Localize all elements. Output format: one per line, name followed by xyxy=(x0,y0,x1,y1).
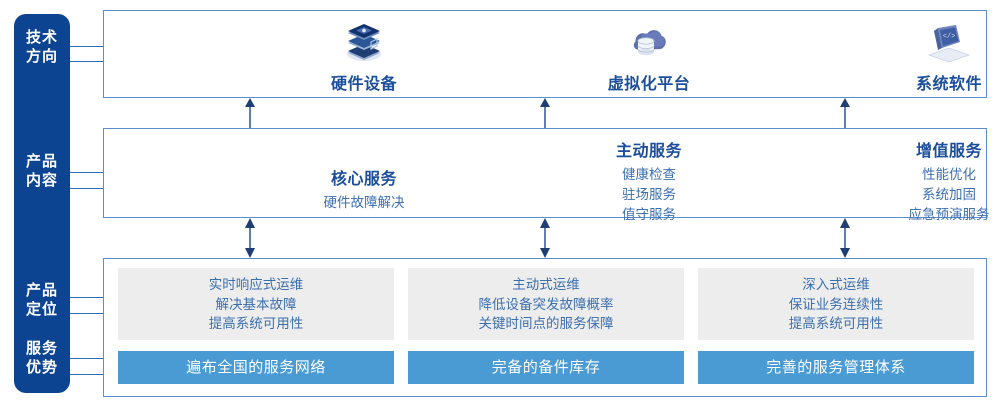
cloud-database-icon xyxy=(519,19,779,67)
connector-line xyxy=(70,46,103,47)
product-column-item: 硬件故障解决 xyxy=(323,195,405,210)
connector-line xyxy=(70,61,103,62)
rail-label-tech-direction: 技术 方向 xyxy=(14,28,70,66)
rail-label-line2: 内容 xyxy=(25,172,58,189)
product-column-heading: 核心服务 xyxy=(330,171,397,188)
laptop-code-icon: </> xyxy=(819,19,1000,67)
arrow-double-vertical-icon xyxy=(838,218,852,258)
product-column-item: 应急预演服务 xyxy=(908,207,990,222)
connector-line xyxy=(70,172,103,173)
positioning-line: 降低设备突发故障概率 xyxy=(478,296,614,312)
arrow-up-icon xyxy=(243,98,257,128)
rail-label-service-advantages: 服务 优势 xyxy=(14,339,70,377)
product-column-item: 性能优化 xyxy=(922,167,976,182)
advantage-bar-service-network[interactable]: 遍布全国的服务网络 xyxy=(118,351,394,384)
rail-label-line2: 定位 xyxy=(25,301,58,318)
positioning-advantages-panel: 实时响应式运维 解决基本故障 提高系统可用性 主动式运维 降低设备突发故障概率 … xyxy=(103,258,987,397)
connector-line xyxy=(70,188,103,189)
connector-line xyxy=(70,297,103,298)
positioning-line: 提高系统可用性 xyxy=(788,316,884,331)
positioning-box-proactive[interactable]: 主动式运维 降低设备突发故障概率 关键时间点的服务保障 xyxy=(408,268,684,340)
product-column-item: 值守服务 xyxy=(622,207,676,222)
rail-label-product-content: 产品 内容 xyxy=(14,152,70,190)
product-column-heading: 增值服务 xyxy=(915,143,982,160)
rail-label-line1: 产品 xyxy=(25,282,58,299)
tech-item-hardware[interactable]: 硬件设备 xyxy=(234,19,494,94)
advantage-bar-spare-parts[interactable]: 完备的备件库存 xyxy=(408,351,684,384)
positioning-line: 关键时间点的服务保障 xyxy=(478,316,614,331)
rail-label-line2: 方向 xyxy=(25,48,58,65)
product-column-proactive-service[interactable]: 主动服务 健康检查 驻场服务 值守服务 xyxy=(509,137,789,225)
positioning-box-indepth[interactable]: 深入式运维 保证业务连续性 提高系统可用性 xyxy=(698,268,974,340)
rail-label-line1: 服务 xyxy=(25,340,58,357)
technology-direction-panel: 硬件设备 虚拟化平台 xyxy=(103,10,987,98)
product-content-panel: 核心服务 硬件故障解决 主动服务 健康检查 驻场服务 值守服务 增值服务 性能优… xyxy=(103,128,990,222)
rail-label-line1: 技术 xyxy=(25,29,58,46)
arrow-double-vertical-icon xyxy=(243,218,257,258)
tech-item-system-software[interactable]: </> 系统软件 xyxy=(819,19,1000,94)
product-column-item: 健康检查 xyxy=(622,167,676,182)
positioning-line: 解决基本故障 xyxy=(215,296,297,312)
arrow-up-icon xyxy=(838,98,852,128)
tech-item-label: 系统软件 xyxy=(915,76,982,93)
svg-text:</>: </> xyxy=(943,33,956,41)
category-rail xyxy=(14,14,70,393)
connector-line xyxy=(70,313,103,314)
tech-item-virtualization[interactable]: 虚拟化平台 xyxy=(519,19,779,94)
advantage-bar-management-system[interactable]: 完善的服务管理体系 xyxy=(698,351,974,384)
product-column-heading: 主动服务 xyxy=(615,143,682,160)
server-stack-icon xyxy=(234,19,494,67)
tech-item-label: 虚拟化平台 xyxy=(607,76,691,93)
rail-label-product-positioning: 产品 定位 xyxy=(14,281,70,319)
product-column-value-added-service[interactable]: 增值服务 性能优化 系统加固 应急预演服务 xyxy=(809,137,1000,225)
positioning-line: 实时响应式运维 xyxy=(208,277,304,292)
product-column-core-service[interactable]: 核心服务 硬件故障解决 xyxy=(224,137,504,213)
arrow-up-icon xyxy=(538,98,552,128)
product-column-item: 系统加固 xyxy=(922,187,976,202)
positioning-line: 深入式运维 xyxy=(802,277,870,292)
positioning-box-realtime[interactable]: 实时响应式运维 解决基本故障 提高系统可用性 xyxy=(118,268,394,340)
rail-label-line1: 产品 xyxy=(25,153,58,170)
connector-line xyxy=(70,358,103,359)
connector-line xyxy=(70,374,103,375)
positioning-line: 主动式运维 xyxy=(512,277,580,292)
positioning-line: 提高系统可用性 xyxy=(208,316,304,331)
arrow-double-vertical-icon xyxy=(538,218,552,258)
tech-item-label: 硬件设备 xyxy=(330,76,397,93)
positioning-line: 保证业务连续性 xyxy=(788,296,884,312)
rail-label-line2: 优势 xyxy=(25,359,58,376)
product-column-item: 驻场服务 xyxy=(622,187,676,202)
